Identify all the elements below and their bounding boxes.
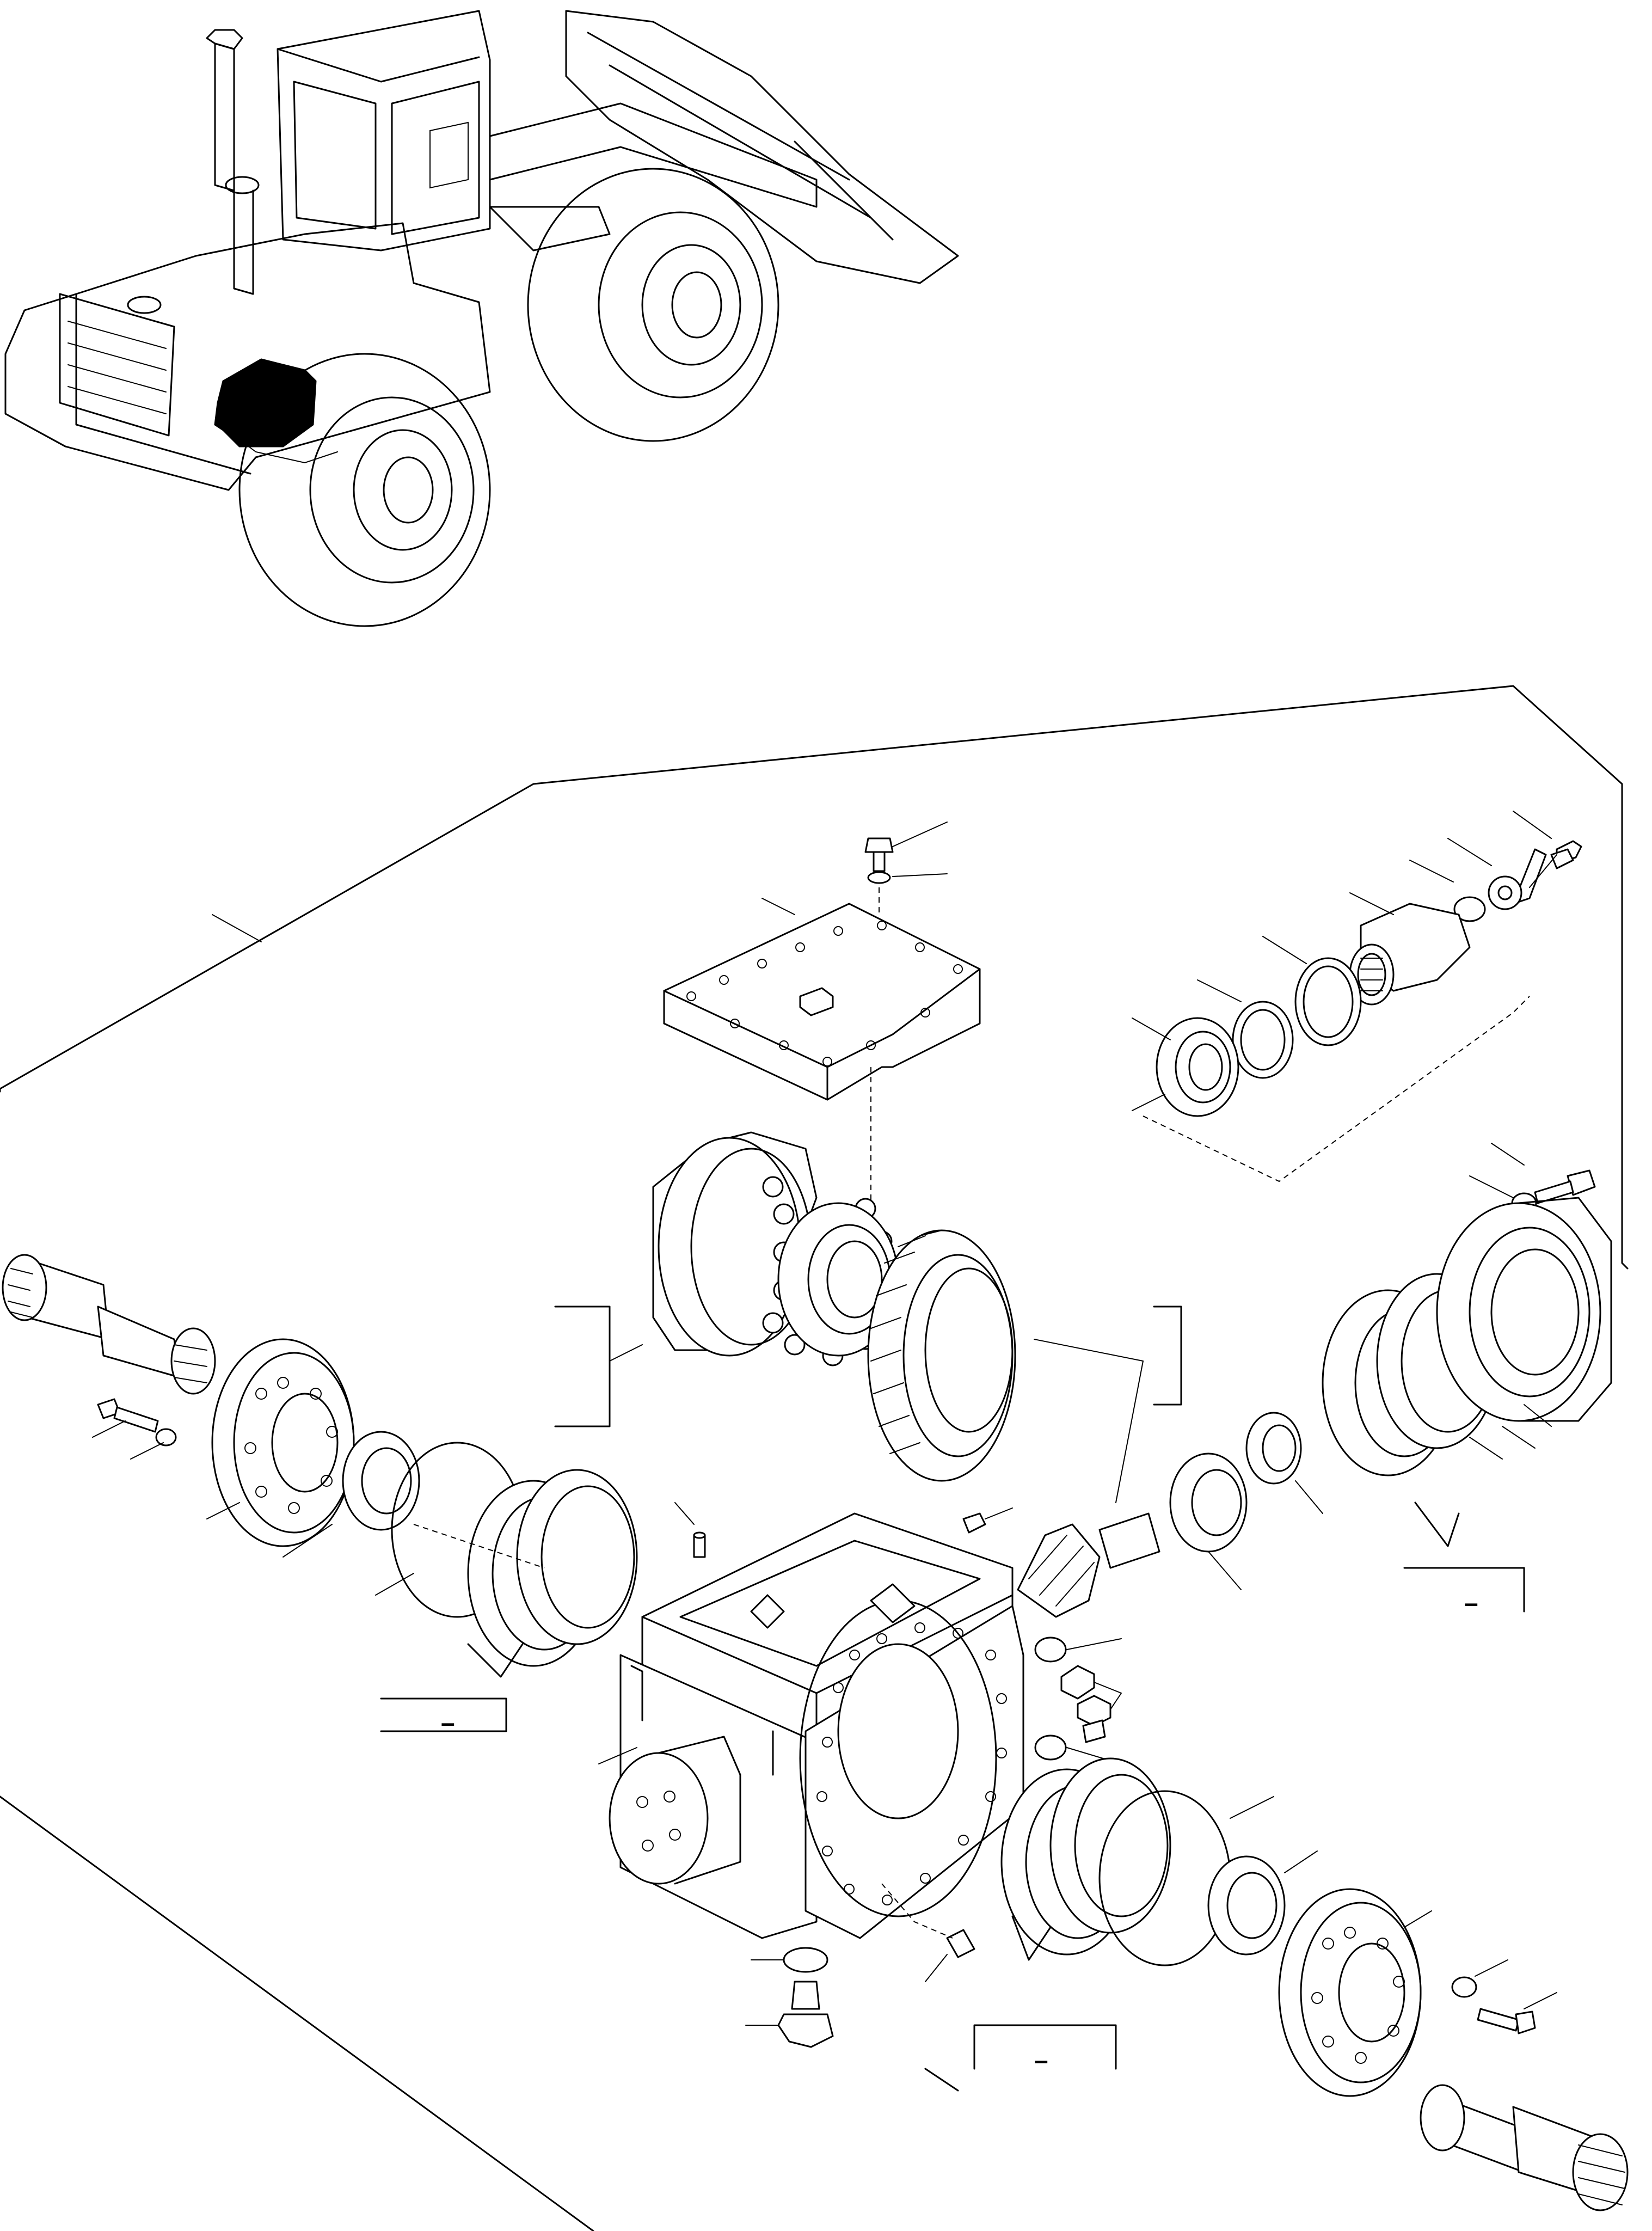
seal-ring (1294, 957, 1362, 1046)
wheel-loader-overview (4, 10, 959, 627)
dowel-pin-lower (946, 1929, 975, 1958)
kit-label-right: – (1464, 1589, 1478, 1617)
cover-plate (663, 903, 981, 1101)
bearing-cup (1245, 1412, 1302, 1485)
flange-bolt-left (97, 1398, 177, 1447)
axle-flange-lower (1278, 1888, 1422, 2097)
front-wheel (527, 168, 779, 442)
drain-plug-bottom (777, 1947, 834, 2048)
highlighted-transfer-case (214, 358, 317, 448)
bearing-left (342, 1431, 420, 1531)
shim-pack-lower (1000, 1757, 1171, 1956)
axle-shaft-left (2, 1254, 216, 1395)
operator-cab (277, 10, 491, 252)
sheet-boundary (0, 685, 1629, 1270)
flange-bolt-lower (1451, 1976, 1536, 2034)
bearing-lower (1207, 1855, 1286, 1956)
housing-side-flange (799, 1599, 1024, 1939)
flange-yoke (1349, 903, 1471, 1006)
shim-pack-left (467, 1469, 638, 1667)
cover-bolt-holes (686, 921, 963, 1067)
radiator-grille (59, 293, 175, 437)
kit-label-lower: – (1034, 2046, 1048, 2074)
yoke-assembly (1156, 840, 1582, 1117)
bearing-housing-right (1436, 1197, 1612, 1422)
pinion-gear (1017, 1512, 1160, 1618)
shim-ring (1232, 1001, 1294, 1079)
kit-label-left: – (441, 1708, 455, 1737)
cover-bolt (864, 837, 894, 884)
rear-wheel (238, 353, 491, 627)
axle-shaft-lower (1420, 2084, 1629, 2211)
pinion-bearing-cone (1169, 1452, 1248, 1553)
exhaust-stack (206, 29, 260, 295)
axle-flange-left (211, 1338, 355, 1547)
gearbox-housing (609, 1512, 1024, 1939)
dowel-pin-upper (693, 1531, 706, 1558)
differential-carrier (652, 1131, 899, 1366)
housing-boss (609, 1736, 741, 1885)
loader-boom-and-bucket (489, 10, 959, 284)
ring-gear (867, 1229, 1016, 1482)
plug-and-o-ring-right (1034, 1637, 1111, 1761)
pinion-bearing (1156, 1017, 1239, 1117)
